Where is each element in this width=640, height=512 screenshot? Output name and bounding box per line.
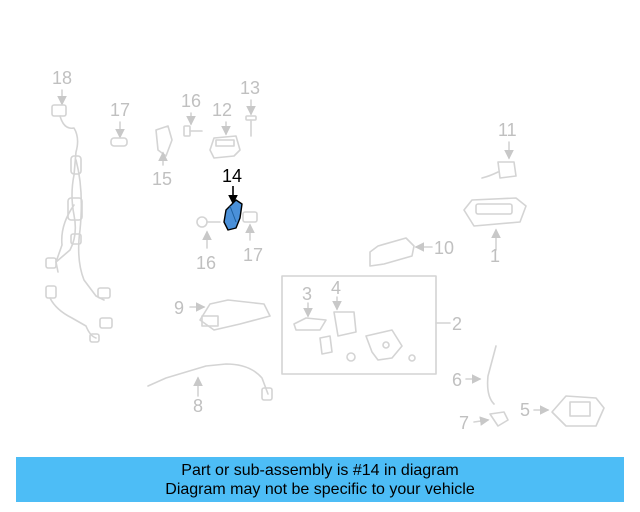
part-10-trim <box>369 237 433 267</box>
callout-5: 5 <box>520 400 531 420</box>
part-17-clip <box>242 211 258 241</box>
callout-11: 11 <box>498 120 517 140</box>
callout-7: 7 <box>459 413 470 433</box>
part-16-screw-lower <box>196 216 221 249</box>
part-3-actuator <box>293 302 333 355</box>
callout-12: 12 <box>212 100 233 120</box>
banner-line-part: Part or sub-assembly is #14 in diagram <box>181 461 459 479</box>
part-12-hinge <box>209 121 241 159</box>
part-6-rod <box>465 345 497 405</box>
callout-2: 2 <box>452 314 463 334</box>
callout-16-lower: 16 <box>196 253 217 273</box>
callout-16: 16 <box>181 91 202 111</box>
callout-3: 3 <box>302 284 313 304</box>
part-16-bolt-top <box>183 112 203 137</box>
part-14-highlighted <box>223 186 243 231</box>
part-4-latch <box>332 296 357 362</box>
callout-18: 17 <box>110 100 131 120</box>
callout-6: 6 <box>452 370 463 390</box>
part-18-pin <box>110 121 128 147</box>
part-11-lamp <box>481 141 517 179</box>
part-13-screw <box>245 99 257 137</box>
info-banner: Part or sub-assembly is #14 in diagram D… <box>16 457 624 502</box>
part-5-latch <box>533 395 605 427</box>
callout-17: 17 <box>243 245 264 265</box>
part-2-lock-body <box>365 329 416 362</box>
part-7-clip <box>473 411 509 427</box>
part-1-handle <box>463 197 527 251</box>
callout-8: 8 <box>193 396 204 416</box>
callout-15: 15 <box>152 169 173 189</box>
part-9-bracket <box>189 299 271 331</box>
part-2-lock-assembly <box>281 275 451 375</box>
callout-10: 10 <box>434 238 455 258</box>
part-8-cable <box>147 363 273 401</box>
banner-line-disclaimer: Diagram may not be specific to your vehi… <box>165 480 475 498</box>
part-15-bracket <box>155 125 173 166</box>
callout-4: 4 <box>331 278 342 298</box>
callout-13: 13 <box>240 78 261 98</box>
callout-1: 1 <box>490 246 501 266</box>
callout-19: 18 <box>52 68 73 88</box>
callout-9: 9 <box>174 298 185 318</box>
callout-14: 14 <box>222 166 243 186</box>
part-19-wiring-harness <box>45 89 113 343</box>
